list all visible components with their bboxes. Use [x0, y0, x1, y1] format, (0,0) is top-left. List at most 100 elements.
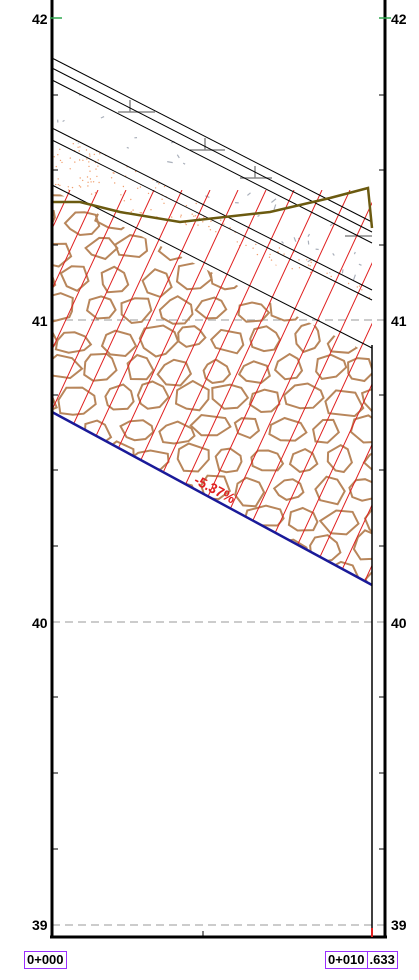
- hatch-line: [271, 190, 372, 585]
- sand-dot: [326, 303, 327, 304]
- sand-dot: [249, 138, 251, 140]
- gravel-speck: [341, 269, 344, 274]
- sand-dot: [330, 275, 332, 278]
- gravel-speck: [358, 231, 363, 235]
- sand-dot: [225, 124, 226, 125]
- sand-dot: [283, 253, 285, 255]
- sand-dot: [171, 216, 173, 218]
- rock-outline: [266, 538, 310, 567]
- sand-dot: [252, 247, 254, 249]
- sand-dot: [203, 244, 206, 246]
- gravel-speck: [182, 162, 186, 165]
- sand-dot: [113, 269, 115, 271]
- sand-dot: [185, 178, 187, 180]
- gravel-speck: [367, 80, 372, 84]
- sand-dot: [206, 166, 208, 169]
- sand-dot: [53, 248, 55, 250]
- gravel-speck: [307, 233, 311, 237]
- sand-dot: [261, 215, 263, 218]
- sand-dot: [178, 285, 180, 287]
- sand-dot: [233, 154, 235, 156]
- axis-ticks: [52, 94, 385, 937]
- sand-dot: [195, 283, 197, 285]
- rock-outline: [314, 190, 343, 209]
- sand-dot: [202, 221, 204, 223]
- gravel-speck: [352, 274, 356, 281]
- sand-dot: [79, 186, 82, 188]
- rock-outline: [136, 380, 170, 410]
- elev-label-right-39: 39: [391, 917, 407, 933]
- sand-dot: [260, 193, 262, 196]
- rock-outline: [54, 331, 93, 354]
- sand-dot: [138, 153, 140, 155]
- rock-outline: [138, 324, 180, 358]
- station-label-start: 0+000: [24, 951, 67, 969]
- sand-dot: [230, 211, 232, 214]
- sand-dot: [201, 164, 204, 166]
- rock-outline: [363, 507, 372, 536]
- rock-outline: [315, 353, 348, 380]
- sand-dot: [233, 182, 235, 184]
- sand-dot: [130, 165, 132, 167]
- sand-dot: [90, 181, 92, 183]
- sand-dot: [228, 296, 230, 299]
- sand-dot: [189, 193, 192, 195]
- sand-dot: [245, 244, 247, 247]
- sand-dot: [184, 257, 186, 259]
- sand-dot: [62, 193, 64, 195]
- rock-outline: [230, 533, 264, 562]
- sand-dot: [82, 240, 84, 242]
- sand-dot: [160, 139, 162, 141]
- sand-dot: [204, 305, 205, 306]
- gravel-speck: [104, 173, 108, 176]
- sand-dot: [303, 293, 305, 295]
- sand-dot: [234, 297, 236, 299]
- sand-dot: [205, 178, 208, 180]
- sand-dot: [246, 141, 249, 144]
- sand-dot: [296, 213, 299, 215]
- rock-outline: [52, 206, 56, 230]
- sand-dot: [333, 143, 335, 146]
- sand-dot: [58, 277, 61, 279]
- sand-dot: [97, 159, 99, 161]
- sand-dot: [78, 271, 80, 274]
- sand-dot: [193, 215, 195, 217]
- sand-dot: [115, 257, 118, 259]
- sand-dot: [101, 233, 103, 235]
- sand-dot: [367, 261, 369, 263]
- sand-dot: [355, 263, 357, 265]
- sand-dot: [250, 166, 252, 168]
- sand-dot: [291, 268, 293, 270]
- sand-dot: [83, 197, 86, 200]
- gravel-speck: [262, 85, 266, 90]
- sand-dot: [178, 170, 181, 173]
- sand-dot: [150, 209, 152, 211]
- sand-dot: [215, 231, 217, 233]
- rock-outline: [100, 265, 130, 294]
- hatch-line: [412, 190, 419, 600]
- gravel-speck: [171, 224, 174, 227]
- sand-dot: [362, 224, 364, 227]
- rock-outline: [404, 389, 419, 410]
- rock-outline: [149, 537, 192, 562]
- gravel-speck: [192, 117, 198, 121]
- sand-dot: [134, 283, 136, 285]
- sand-dot: [140, 128, 143, 130]
- gravel-speck: [257, 214, 260, 218]
- gravel-speck: [294, 148, 299, 154]
- sand-dot: [77, 132, 80, 134]
- sand-dot: [145, 142, 147, 145]
- sand-dot: [253, 189, 255, 192]
- gravel-speck: [330, 184, 333, 187]
- sand-dot: [109, 151, 111, 154]
- gravel-speck: [100, 116, 105, 119]
- gravel-speck: [222, 103, 226, 108]
- sand-dot: [120, 147, 123, 149]
- pavement-lines: [51, 57, 373, 349]
- rock-outline: [8, 413, 33, 441]
- sand-dot: [135, 170, 137, 173]
- sand-dot: [167, 236, 169, 238]
- sand-dot: [320, 301, 321, 302]
- sand-dot: [188, 252, 190, 254]
- sand-dot: [241, 253, 244, 256]
